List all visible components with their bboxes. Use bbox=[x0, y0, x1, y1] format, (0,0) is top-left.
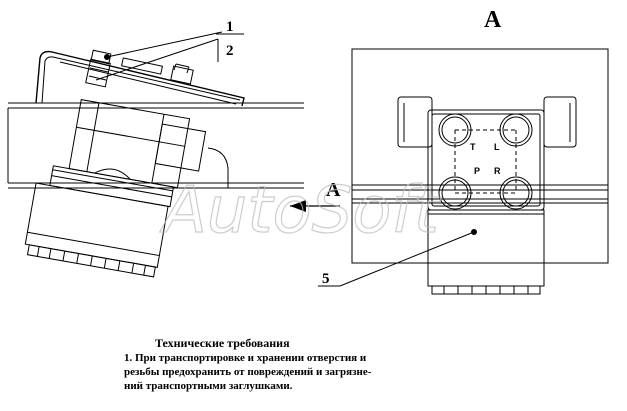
requirements-line-1: 1. При транспортировке и хранении отверс… bbox=[124, 352, 367, 364]
port-label-l: L bbox=[494, 142, 500, 152]
callout-2: 2 bbox=[226, 43, 234, 59]
hose-contour bbox=[207, 147, 229, 188]
left-ear bbox=[397, 96, 433, 148]
port-label-p: P bbox=[474, 166, 480, 176]
side-view bbox=[7, 49, 304, 278]
lower-housing bbox=[427, 209, 545, 287]
callout-5-leader bbox=[318, 229, 477, 287]
requirements-text: 1. При транспортировке и хранении отверс… bbox=[124, 351, 484, 393]
callout-5: 5 bbox=[322, 271, 330, 287]
requirements-line-2: резьбы предохранить от повреждений и заг… bbox=[124, 366, 372, 378]
right-ear bbox=[543, 96, 577, 148]
callout-1: 1 bbox=[226, 19, 234, 35]
frame-beam bbox=[7, 102, 304, 189]
view-arrow bbox=[290, 200, 340, 212]
requirements-line-3: ний транспортными заглушками. bbox=[124, 380, 293, 392]
valve-body-side bbox=[24, 99, 207, 278]
port-label-r: R bbox=[494, 166, 501, 176]
port-label-t: T bbox=[470, 142, 476, 152]
valve-block bbox=[427, 109, 545, 211]
callout-leaders bbox=[95, 31, 244, 81]
watermark: AutoSoft bbox=[159, 174, 442, 248]
view-label: А bbox=[484, 7, 502, 33]
view-a bbox=[351, 48, 609, 295]
mounting-bracket bbox=[35, 49, 245, 107]
view-arrow-label: А bbox=[326, 179, 341, 201]
bolt-2 bbox=[170, 63, 194, 85]
port-centerlines bbox=[454, 129, 517, 194]
mounting-plate bbox=[351, 48, 609, 264]
requirements-title: Технические требования bbox=[155, 336, 290, 350]
